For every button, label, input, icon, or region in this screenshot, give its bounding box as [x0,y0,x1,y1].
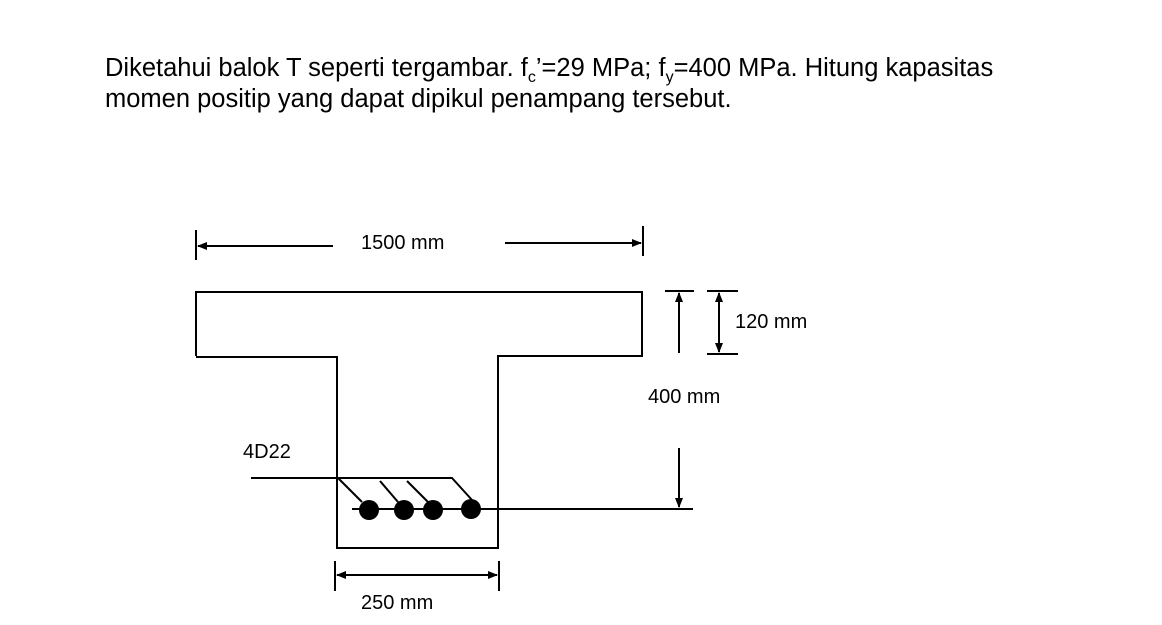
rebar-leader-2 [379,480,399,503]
label-rebar: 4D22 [243,441,291,463]
rebar-leader-3 [406,480,429,503]
label-flange-width: 1500 mm [361,232,444,254]
rebar-bar-3 [423,500,443,520]
t-beam-outline [195,291,643,549]
fc-subscript: c [527,69,536,86]
rebar-bar-1 [359,500,379,520]
rebar-leader-1 [337,477,363,503]
problem-line-1: Diketahui balok T seperti tergambar. fc’… [105,54,994,86]
label-flange-thickness: 120 mm [735,311,807,333]
fy-subscript: y [665,69,674,86]
label-total-height: 400 mm [648,386,720,408]
label-web-width: 250 mm [361,592,433,614]
problem-statement: Diketahui balok T seperti tergambar. fc’… [105,53,993,115]
problem-line-2: momen positip yang dapat dipikul penampa… [105,85,732,113]
rebar-group [359,499,481,520]
rebar-bar-2 [394,500,414,520]
rebar-bar-4 [461,499,481,519]
rebar-leader-line [251,477,473,501]
